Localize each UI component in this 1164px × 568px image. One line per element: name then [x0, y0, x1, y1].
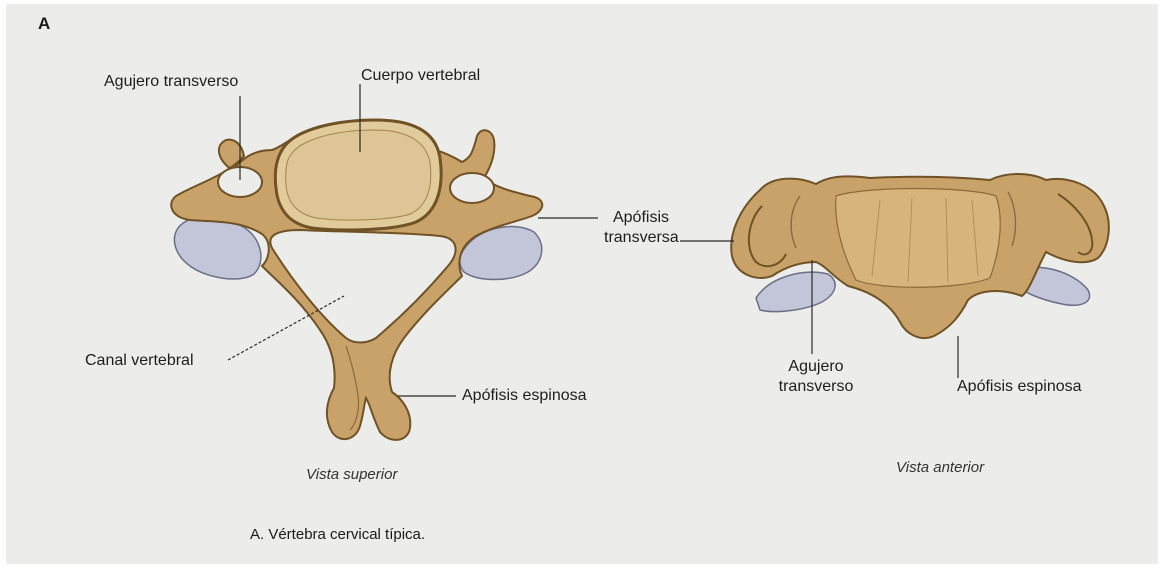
panel-letter: A — [38, 14, 50, 34]
label-apofisis-transversa-line1: Apófisis — [604, 209, 678, 227]
anterior-vertebral-body-face — [836, 189, 1001, 288]
label-cuerpo-vertebral: Cuerpo vertebral — [361, 67, 480, 85]
label-apofisis-espinosa-anterior: Apófisis espinosa — [957, 378, 1082, 396]
label-apofisis-espinosa-superior: Apófisis espinosa — [462, 387, 587, 405]
label-agujero-anterior-line2: transverso — [766, 378, 866, 396]
vertebral-canal-opening — [270, 230, 455, 343]
label-agujero-anterior-line1: Agujero — [772, 358, 860, 376]
title-vista-anterior: Vista anterior — [896, 459, 984, 477]
title-vista-superior: Vista superior — [306, 466, 397, 484]
label-canal-vertebral: Canal vertebral — [85, 352, 194, 370]
right-transverse-foramen — [450, 173, 494, 203]
figure-caption: A. Vértebra cervical típica. — [250, 526, 425, 543]
label-agujero-transverso: Agujero transverso — [104, 73, 238, 91]
label-apofisis-transversa-line2: transversa — [604, 229, 679, 247]
vertebral-body-rim — [286, 130, 431, 220]
anterior-view-drawing — [731, 174, 1109, 338]
